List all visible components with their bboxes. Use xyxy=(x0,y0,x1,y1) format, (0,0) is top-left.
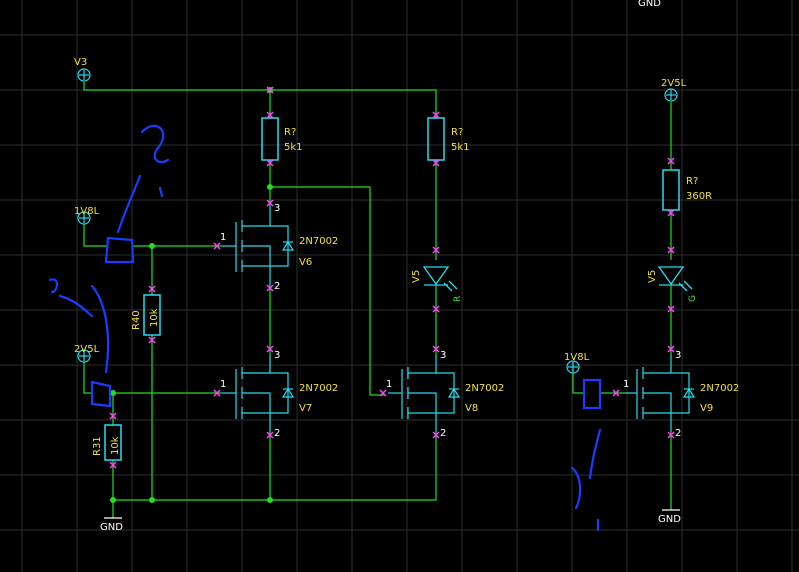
pin-3-v8: 3 xyxy=(440,350,446,361)
led-green xyxy=(657,266,693,292)
resistor-1-value: 5k1 xyxy=(284,142,303,153)
pin-1-v7: 1 xyxy=(220,379,226,390)
v7-part: 2N7002 xyxy=(299,383,338,394)
pin-2-v8: 2 xyxy=(440,428,446,439)
v1v8l-label-right: 1V8L xyxy=(564,352,590,363)
v7-designator: V7 xyxy=(299,403,312,414)
pin-3-v9: 3 xyxy=(675,350,681,361)
resistor-3-value: 360R xyxy=(686,191,712,202)
pin-2-v9: 2 xyxy=(675,428,681,439)
junctions xyxy=(110,87,273,503)
r31-designator: R31 xyxy=(92,436,103,456)
mosfet-v7 xyxy=(222,355,295,432)
pin-2-v6: 2 xyxy=(274,281,280,292)
r31-value: 10k xyxy=(110,436,121,455)
r40-designator: R40 xyxy=(131,310,142,330)
pin-2-v7: 2 xyxy=(274,428,280,439)
v8-designator: V8 xyxy=(465,403,478,414)
ground-symbols xyxy=(104,509,680,519)
v6-part: 2N7002 xyxy=(299,236,338,247)
gnd-top-label: GND xyxy=(638,0,661,9)
pin-1-v8: 1 xyxy=(386,379,392,390)
pin-3-v7: 3 xyxy=(274,350,280,361)
led-red-color: R xyxy=(453,296,463,302)
wires xyxy=(83,82,672,518)
mosfet-v8 xyxy=(388,355,461,432)
pin-3-v6: 3 xyxy=(274,203,280,214)
v8-part: 2N7002 xyxy=(465,383,504,394)
v2v5l-label-left: 2V5L xyxy=(74,344,100,355)
hand-annotations xyxy=(48,124,602,532)
v2v5l-label-right: 2V5L xyxy=(661,78,687,89)
pin-markers xyxy=(109,86,675,469)
led-red xyxy=(422,266,458,292)
v6-designator: V6 xyxy=(299,257,312,268)
led-red-designator: V5 xyxy=(411,270,422,283)
led-green-color: G xyxy=(688,295,698,302)
mosfet-v9 xyxy=(625,355,696,432)
led-green-designator: V5 xyxy=(647,270,658,283)
gnd-label-left: GND xyxy=(100,522,123,533)
v1v8l-label-left: 1V8L xyxy=(74,206,100,217)
resistor-1-designator: R? xyxy=(284,127,296,138)
r40-value: 10k xyxy=(149,308,160,327)
resistors xyxy=(104,117,680,461)
gnd-label-right: GND xyxy=(658,514,681,525)
pin-1-v9: 1 xyxy=(623,379,629,390)
pin-1-v6: 1 xyxy=(220,232,226,243)
v9-part: 2N7002 xyxy=(700,383,739,394)
power-ports xyxy=(77,68,678,374)
v9-designator: V9 xyxy=(700,403,713,414)
v3-label: V3 xyxy=(74,57,87,68)
resistor-2-value: 5k1 xyxy=(451,142,470,153)
resistor-2-designator: R? xyxy=(451,127,463,138)
mosfet-v6 xyxy=(222,205,295,285)
resistor-3-designator: R? xyxy=(686,176,698,187)
